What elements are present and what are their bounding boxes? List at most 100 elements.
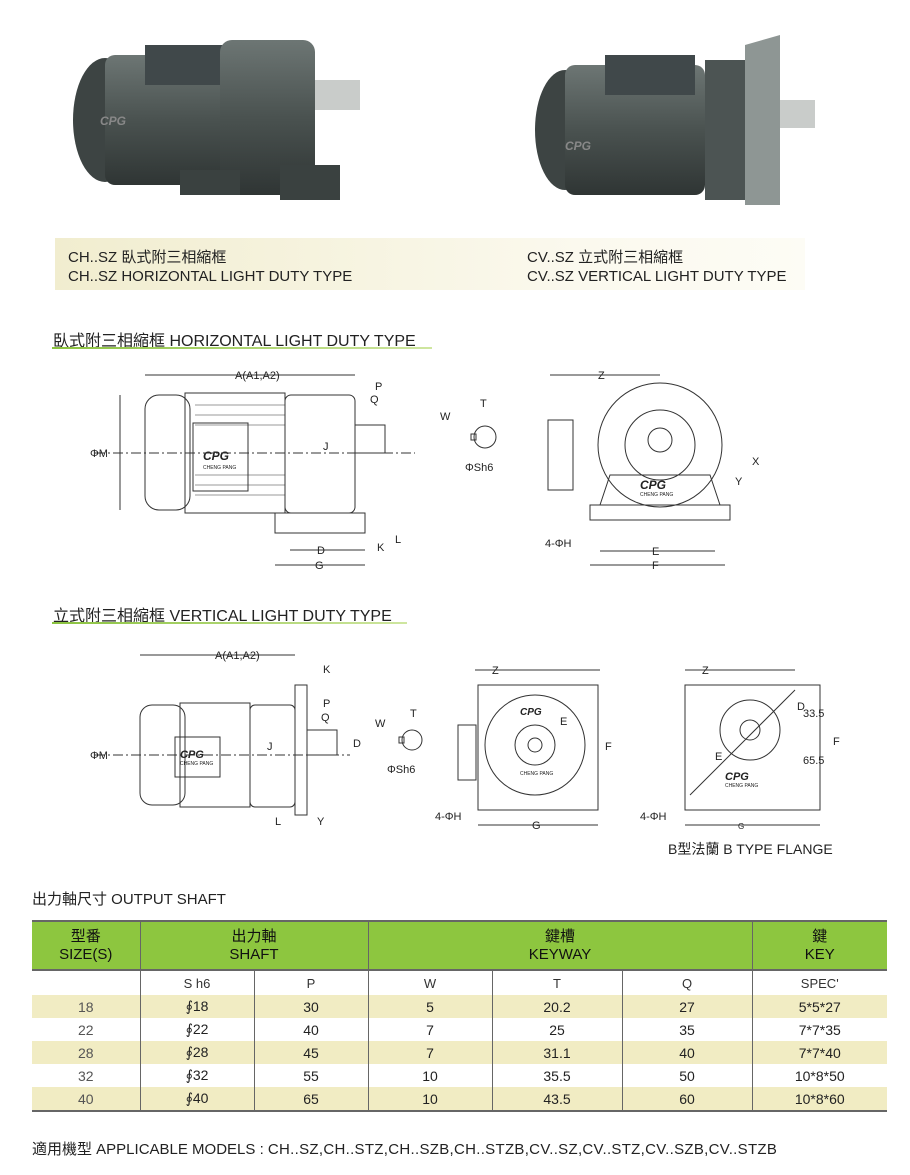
table-cell: 7*7*35: [751, 1018, 887, 1041]
table-cell: 18: [32, 995, 140, 1018]
svg-text:W: W: [440, 411, 451, 423]
table-cell: 20.2: [491, 995, 622, 1018]
svg-text:Z: Z: [702, 665, 709, 677]
horizontal-front-view-diagram: Z CPG CHENG PANG X Y 4-ΦH E F: [545, 370, 760, 572]
svg-text:F: F: [652, 560, 659, 572]
table-cell: 60: [621, 1087, 752, 1112]
svg-text:CHENG PANG: CHENG PANG: [180, 761, 213, 767]
svg-text:D: D: [317, 545, 325, 557]
svg-text:Q: Q: [370, 394, 379, 406]
svg-text:J: J: [267, 741, 273, 753]
subheader-cell: SPEC': [751, 970, 887, 995]
svg-text:E: E: [560, 716, 567, 728]
svg-text:CHENG PANG: CHENG PANG: [520, 771, 553, 777]
caption-band: [55, 238, 805, 290]
svg-text:T: T: [480, 398, 487, 410]
svg-text:P: P: [375, 381, 382, 393]
svg-text:P: P: [323, 698, 330, 710]
applicable-models-value: CH..SZ,CH..STZ,CH..SZB,CH..STZB,CV..SZ,C…: [267, 1141, 778, 1158]
table-cell: 7*7*40: [751, 1041, 887, 1064]
section-title-vertical: 立式附三相縮框 VERTICAL LIGHT DUTY TYPE: [53, 608, 392, 625]
section-underline: [52, 622, 407, 624]
table-cell: 28: [32, 1041, 140, 1064]
table-cell: 5: [367, 995, 492, 1018]
subheader-cell: W: [367, 970, 492, 995]
svg-text:4-ΦH: 4-ΦH: [640, 811, 667, 823]
svg-text:D: D: [353, 738, 361, 750]
horizontal-side-view-diagram: A(A1,A2) CPG CHENG PANG ΦM P Q J D G K L: [90, 370, 415, 572]
caption-horizontal-zh: CH..SZ 臥式附三相縮框: [68, 249, 227, 266]
vertical-front-view-diagram: Z CPG CHENG PANG E F 4-ΦH G: [435, 665, 612, 832]
table-cell: 31.1: [491, 1041, 622, 1064]
table-cell: 10*8*50: [751, 1064, 887, 1087]
vertical-side-view-diagram: A(A1,A2) K CPG CHENG PANG ΦM P Q J D L Y: [90, 650, 361, 828]
table-cell: 22: [77, 1021, 94, 1038]
subheader-cell: Q: [621, 970, 752, 995]
table-cell: 55: [253, 1064, 368, 1087]
svg-text:4-ΦH: 4-ΦH: [435, 811, 462, 823]
table-cell: 5*5*27: [751, 995, 887, 1018]
svg-text:CPG: CPG: [520, 707, 542, 718]
caption-horizontal-en: CH..SZ HORIZONTAL LIGHT DUTY TYPE: [68, 268, 353, 285]
svg-text:K: K: [377, 542, 385, 554]
svg-text:T: T: [410, 708, 417, 720]
table-cell: 7: [367, 1018, 492, 1041]
svg-text:Y: Y: [735, 476, 743, 488]
svg-text:G: G: [315, 560, 324, 572]
table-cell: 7: [367, 1041, 492, 1064]
svg-text:ΦM: ΦM: [90, 448, 108, 460]
section-title-horizontal: 臥式附三相縮框 HORIZONTAL LIGHT DUTY TYPE: [53, 333, 416, 350]
section-underline: [52, 347, 432, 349]
svg-text:F: F: [605, 741, 612, 753]
vertical-motor-photo: CPG: [535, 35, 815, 205]
svg-text:CPG: CPG: [640, 478, 666, 492]
b-type-flange-caption: B型法蘭 B TYPE FLANGE: [668, 841, 833, 857]
caption-vertical: CV..SZ 立式附三相縮框 CV..SZ VERTICAL LIGHT DUT…: [527, 248, 787, 286]
table-cell: 50: [621, 1064, 752, 1087]
table-cell: 40: [621, 1041, 752, 1064]
output-shaft-title: 出力軸尺寸 OUTPUT SHAFT: [32, 891, 226, 908]
svg-text:K: K: [323, 664, 331, 676]
svg-text:CHENG PANG: CHENG PANG: [640, 492, 673, 498]
svg-text:Q: Q: [321, 712, 330, 724]
subheader-cell: S h6: [139, 970, 254, 995]
horizontal-shaft-section-diagram: W T ΦSh6: [440, 398, 497, 474]
table-cell: ∮22: [139, 1018, 254, 1041]
svg-text:G: G: [532, 820, 541, 832]
svg-text:Y: Y: [317, 816, 325, 828]
table-subheader-row: S h6 P W T Q SPEC': [32, 970, 887, 995]
table-cell: 45: [253, 1041, 368, 1064]
svg-text:Z: Z: [598, 370, 605, 382]
svg-text:ΦSh6: ΦSh6: [387, 764, 415, 776]
subheader-cell: [32, 970, 140, 995]
applicable-models-label: 適用機型 APPLICABLE MODELS :: [32, 1141, 268, 1158]
svg-text:L: L: [275, 816, 281, 828]
svg-text:A(A1,A2): A(A1,A2): [235, 370, 280, 382]
table-cell: ∮18: [139, 995, 254, 1018]
svg-text:G: G: [738, 822, 744, 831]
svg-text:A(A1,A2): A(A1,A2): [215, 650, 260, 662]
caption-vertical-zh: CV..SZ 立式附三相縮框: [527, 249, 684, 266]
subheader-cell: T: [491, 970, 622, 995]
svg-text:J: J: [323, 441, 329, 453]
table-cell: 10*8*60: [751, 1087, 887, 1112]
table-cell: 27: [621, 995, 752, 1018]
table-cell: 65: [253, 1087, 368, 1112]
svg-text:CHENG PANG: CHENG PANG: [725, 783, 758, 789]
svg-text:4-ΦH: 4-ΦH: [545, 538, 572, 550]
svg-text:CPG: CPG: [100, 114, 126, 128]
svg-text:Z: Z: [492, 665, 499, 677]
table-cell: 35.5: [491, 1064, 622, 1087]
svg-text:D: D: [797, 701, 805, 713]
table-cell: 32: [77, 1067, 94, 1084]
